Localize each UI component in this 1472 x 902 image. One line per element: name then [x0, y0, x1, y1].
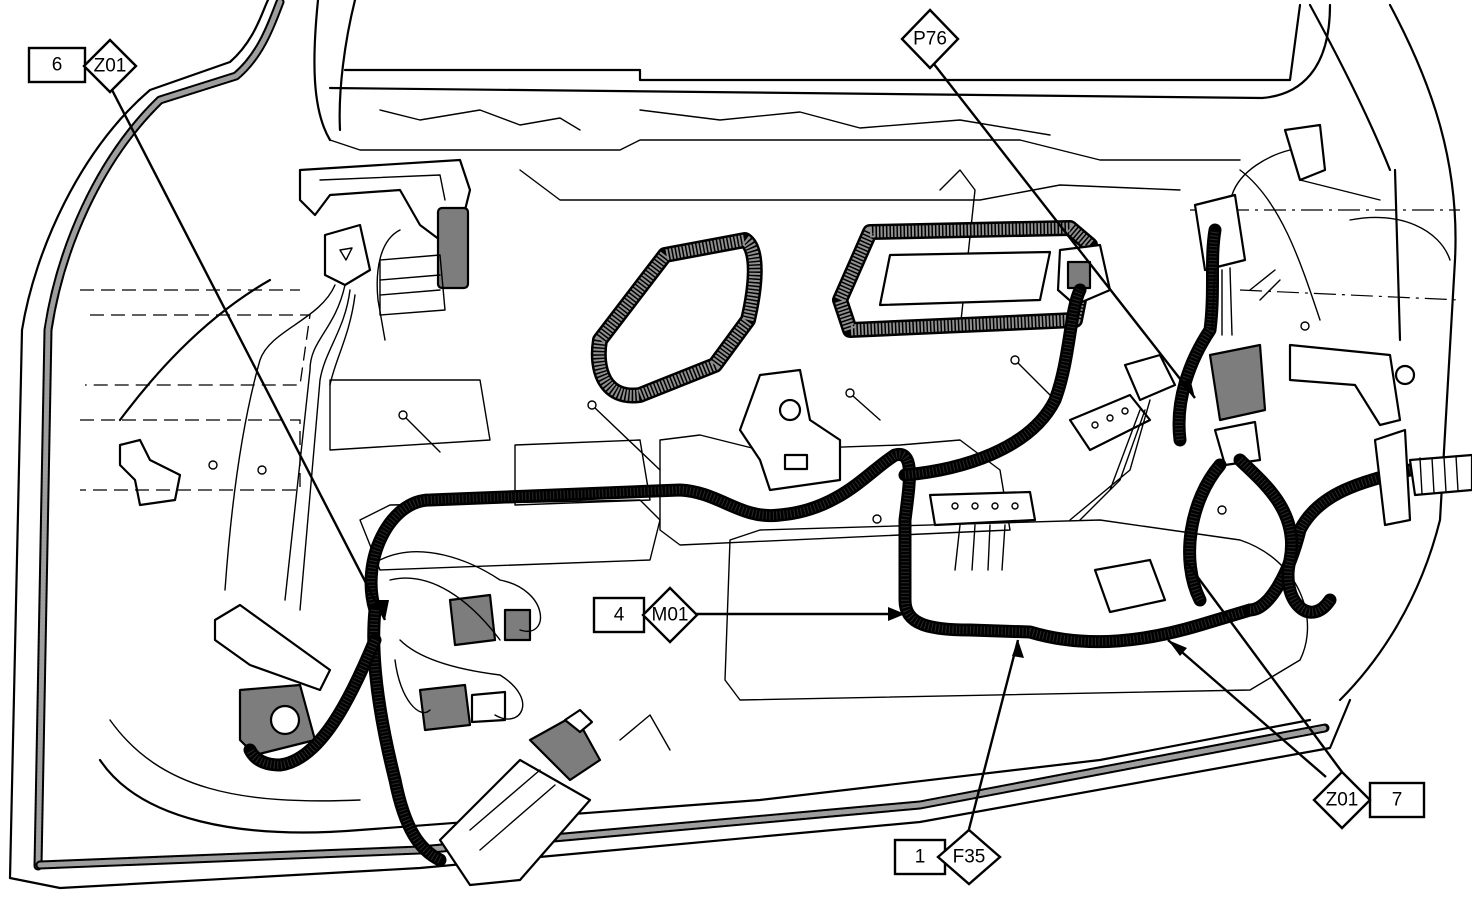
callout-7-z01: Z01 7: [1312, 770, 1426, 830]
callout-1-f35: 1 F35: [893, 828, 1002, 886]
callout-code: F35: [953, 847, 986, 868]
callout-p76: P76: [900, 8, 960, 70]
callout-number: 4: [614, 605, 625, 626]
fasteners: [208, 321, 1310, 524]
door-lock-motor: [438, 708, 671, 887]
door-lock-bracket: [298, 158, 472, 316]
handle-mount: [738, 368, 842, 492]
callout-leaders: [108, 58, 1343, 834]
callout-6-z01: 6 Z01: [27, 38, 138, 94]
wiring-harness: [224, 149, 1472, 867]
callout-4-m01: 4 M01: [592, 586, 699, 644]
harness-connectors: [213, 123, 1416, 757]
callout-code: M01: [652, 605, 689, 626]
access-openings: [118, 220, 1098, 507]
callout-arrowheads: [375, 378, 1195, 658]
callout-number: 6: [52, 55, 63, 76]
callout-number: 1: [915, 847, 926, 868]
callout-code: Z01: [1326, 790, 1359, 811]
callout-code: P76: [913, 29, 947, 50]
callout-code: Z01: [94, 56, 127, 77]
callout-number: 7: [1392, 790, 1403, 811]
door-panel-outline: [8, 0, 1457, 890]
